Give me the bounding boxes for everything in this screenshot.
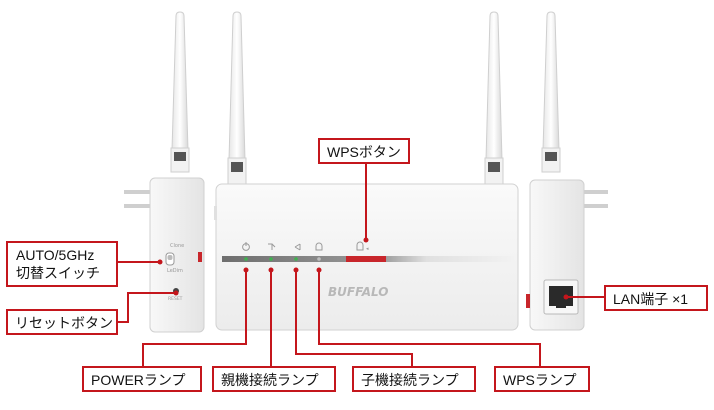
left-antenna (170, 11, 190, 173)
wps-button-callout: WPSボタン (318, 138, 410, 164)
auto-5ghz-switch[interactable]: Clone LeDim (165, 243, 184, 274)
leader-child-lamp (295, 270, 413, 366)
brand-logo: BUFFALO (328, 285, 388, 299)
parent-connection-icon (268, 243, 276, 250)
left-plug (124, 190, 150, 208)
front-side-edge (214, 206, 217, 220)
wps-lamp-callout: WPSランプ (494, 366, 590, 392)
switch-label-top: Clone (170, 243, 184, 249)
auto-switch-line1: AUTO/5GHz (16, 247, 95, 263)
lan-port[interactable] (543, 279, 579, 315)
auto-switch-callout: AUTO/5GHz 切替スイッチ (6, 241, 118, 287)
wps-button-red-bar[interactable] (346, 256, 386, 262)
switch-label-bottom: LeDim (167, 268, 183, 274)
front-antenna-left (227, 11, 247, 185)
right-side-view (526, 11, 608, 331)
reset-label: RESET (168, 296, 183, 302)
leader-lines (118, 158, 604, 366)
left-side-red-accent (198, 252, 202, 262)
front-view: ◂ BUFFALO (214, 11, 519, 331)
child-connection-icon (294, 243, 301, 251)
wps-button-icon: ◂ (356, 241, 369, 252)
right-plug (582, 190, 608, 208)
right-antenna (541, 11, 561, 173)
right-side-red-accent (526, 294, 530, 308)
child-connection-led (294, 257, 298, 261)
leader-wps-lamp (318, 270, 541, 366)
parent-connection-led (269, 257, 273, 261)
wps-led (317, 257, 321, 261)
power-led (244, 257, 248, 261)
leader-reset (118, 292, 176, 323)
left-side-view: Clone LeDim RESET (124, 11, 205, 333)
wps-icon (315, 242, 323, 251)
svg-text:◂: ◂ (366, 246, 369, 252)
front-antenna-right (484, 11, 504, 185)
left-side-body (149, 177, 205, 333)
lan-port-callout: LAN端子 ×1 (604, 285, 708, 311)
leader-power-lamp (142, 270, 247, 366)
parent-lamp-callout: 親機接続ランプ (212, 366, 336, 392)
power-icon (242, 242, 250, 251)
child-lamp-callout: 子機接続ランプ (352, 366, 476, 392)
reset-button-callout: リセットボタン (6, 309, 118, 335)
auto-switch-line2: 切替スイッチ (16, 265, 100, 281)
power-lamp-callout: POWERランプ (82, 366, 202, 392)
